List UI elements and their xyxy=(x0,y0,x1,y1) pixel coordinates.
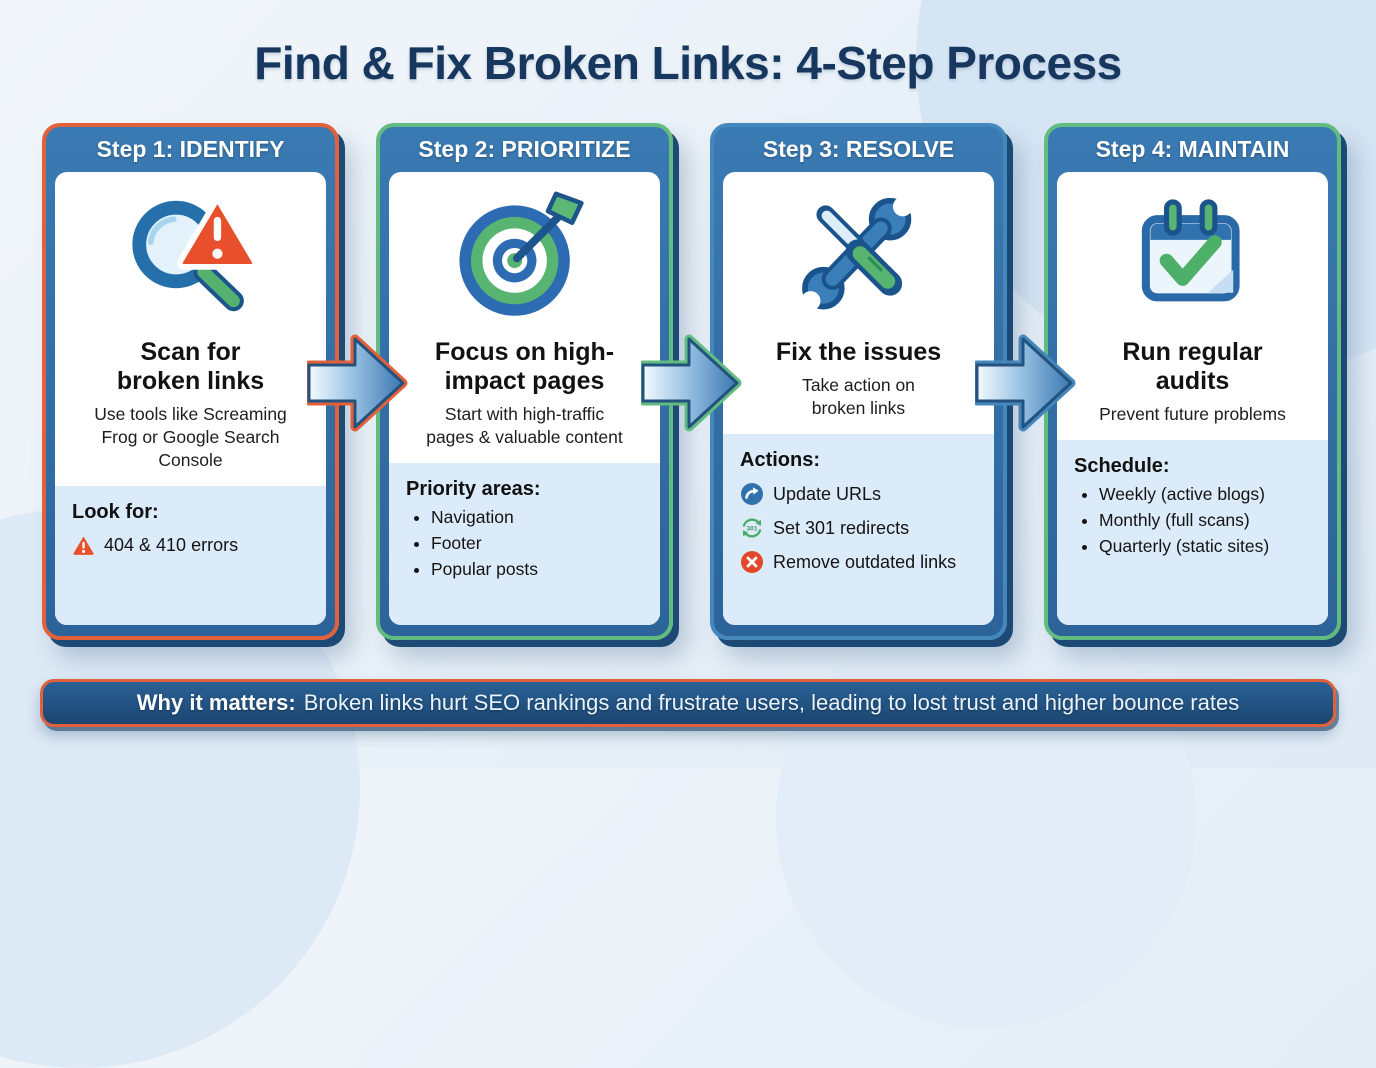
footer-title: Priority areas: xyxy=(406,478,541,501)
step-heading: Fix the issues xyxy=(775,338,942,366)
list-item: Navigation xyxy=(431,507,643,528)
arrow-right-icon xyxy=(641,334,742,432)
list-item: 301 Set 301 redirects xyxy=(740,516,977,540)
update-url-icon xyxy=(741,483,763,506)
step-heading: Focus on high- impact pages xyxy=(434,338,615,395)
step-subheading: Start with high-traffic pages & valuable… xyxy=(426,404,623,448)
footer-title: Look for: xyxy=(72,501,159,524)
steps-row: Step 1: IDENTIFY Scan for broken links U… xyxy=(42,123,1341,640)
banner-label: Why it matters: xyxy=(136,690,296,715)
list-item-label: Remove outdated links xyxy=(773,551,957,572)
list-item: Monthly (full scans) xyxy=(1099,510,1311,531)
step-main: Scan for broken links Use tools like Scr… xyxy=(55,172,326,486)
step-footer: Schedule: Weekly (active blogs) Monthly … xyxy=(1057,440,1328,625)
step-main: Focus on high- impact pages Start with h… xyxy=(389,172,660,463)
list-item: Footer xyxy=(431,533,643,554)
bullet-list: Navigation Footer Popular posts xyxy=(406,507,643,580)
step-card-resolve: Step 3: RESOLVE xyxy=(710,123,1007,640)
footer-title: Schedule: xyxy=(1074,455,1170,478)
list-item-label: Set 301 redirects xyxy=(773,517,910,538)
bullet-list: Weekly (active blogs) Monthly (full scan… xyxy=(1074,484,1311,557)
list-item-label: 404 & 410 errors xyxy=(104,535,239,556)
step-header: Step 2: PRIORITIZE xyxy=(418,136,631,162)
step-heading: Run regular audits xyxy=(1122,338,1263,395)
list-item: Remove outdated links xyxy=(740,550,977,574)
arrow-right-icon xyxy=(975,334,1076,432)
step-main: Fix the issues Take action on broken lin… xyxy=(723,172,994,434)
arrow-right-icon xyxy=(307,334,408,432)
step-subheading: Take action on broken links xyxy=(802,375,915,419)
list-item: Update URLs xyxy=(740,482,977,506)
warning-triangle-icon xyxy=(73,536,94,556)
page-title: Find & Fix Broken Links: 4-Step Process xyxy=(254,37,1122,89)
svg-text:301: 301 xyxy=(746,526,757,533)
list-item: Popular posts xyxy=(431,559,643,580)
step-footer: Look for: 404 & 410 errors xyxy=(55,486,326,625)
why-it-matters-banner: Why it matters: Broken links hurt SEO ra… xyxy=(40,679,1336,727)
step-panel: Run regular audits Prevent future proble… xyxy=(1057,172,1328,625)
list-item-label: Update URLs xyxy=(773,483,882,504)
magnifier-warning-icon xyxy=(67,182,314,330)
step-header: Step 1: IDENTIFY xyxy=(96,136,285,162)
step-card-identify: Step 1: IDENTIFY Scan for broken links U… xyxy=(42,123,339,640)
remove-link-icon xyxy=(741,551,763,574)
step-panel: Scan for broken links Use tools like Scr… xyxy=(55,172,326,625)
step-header: Step 4: MAINTAIN xyxy=(1095,136,1290,162)
target-arrow-icon xyxy=(401,182,648,330)
step-main: Run regular audits Prevent future proble… xyxy=(1057,172,1328,440)
tools-icon xyxy=(735,182,982,330)
step-header: Step 3: RESOLVE xyxy=(762,136,955,162)
redirect-301-icon: 301 xyxy=(742,518,762,538)
list-item: 404 & 410 errors xyxy=(72,534,309,557)
step-footer: Priority areas: Navigation Footer Popula… xyxy=(389,463,660,625)
calendar-check-icon xyxy=(1069,182,1316,330)
step-card-prioritize: Step 2: PRIORITIZE Focus on high- im xyxy=(376,123,673,640)
step-footer: Actions: Update URLs 301 xyxy=(723,434,994,625)
step-heading: Scan for broken links xyxy=(116,338,265,395)
step-panel: Fix the issues Take action on broken lin… xyxy=(723,172,994,625)
list-item: Quarterly (static sites) xyxy=(1099,536,1311,557)
step-card-maintain: Step 4: MAINTAIN Run regular audits Prev… xyxy=(1044,123,1341,640)
list-item: Weekly (active blogs) xyxy=(1099,484,1311,505)
step-subheading: Use tools like Screaming Frog or Google … xyxy=(94,404,287,471)
step-subheading: Prevent future problems xyxy=(1099,404,1286,424)
footer-title: Actions: xyxy=(740,449,820,472)
banner-text: Broken links hurt SEO rankings and frust… xyxy=(303,690,1240,715)
background-blob xyxy=(776,608,1196,1028)
step-panel: Focus on high- impact pages Start with h… xyxy=(389,172,660,625)
